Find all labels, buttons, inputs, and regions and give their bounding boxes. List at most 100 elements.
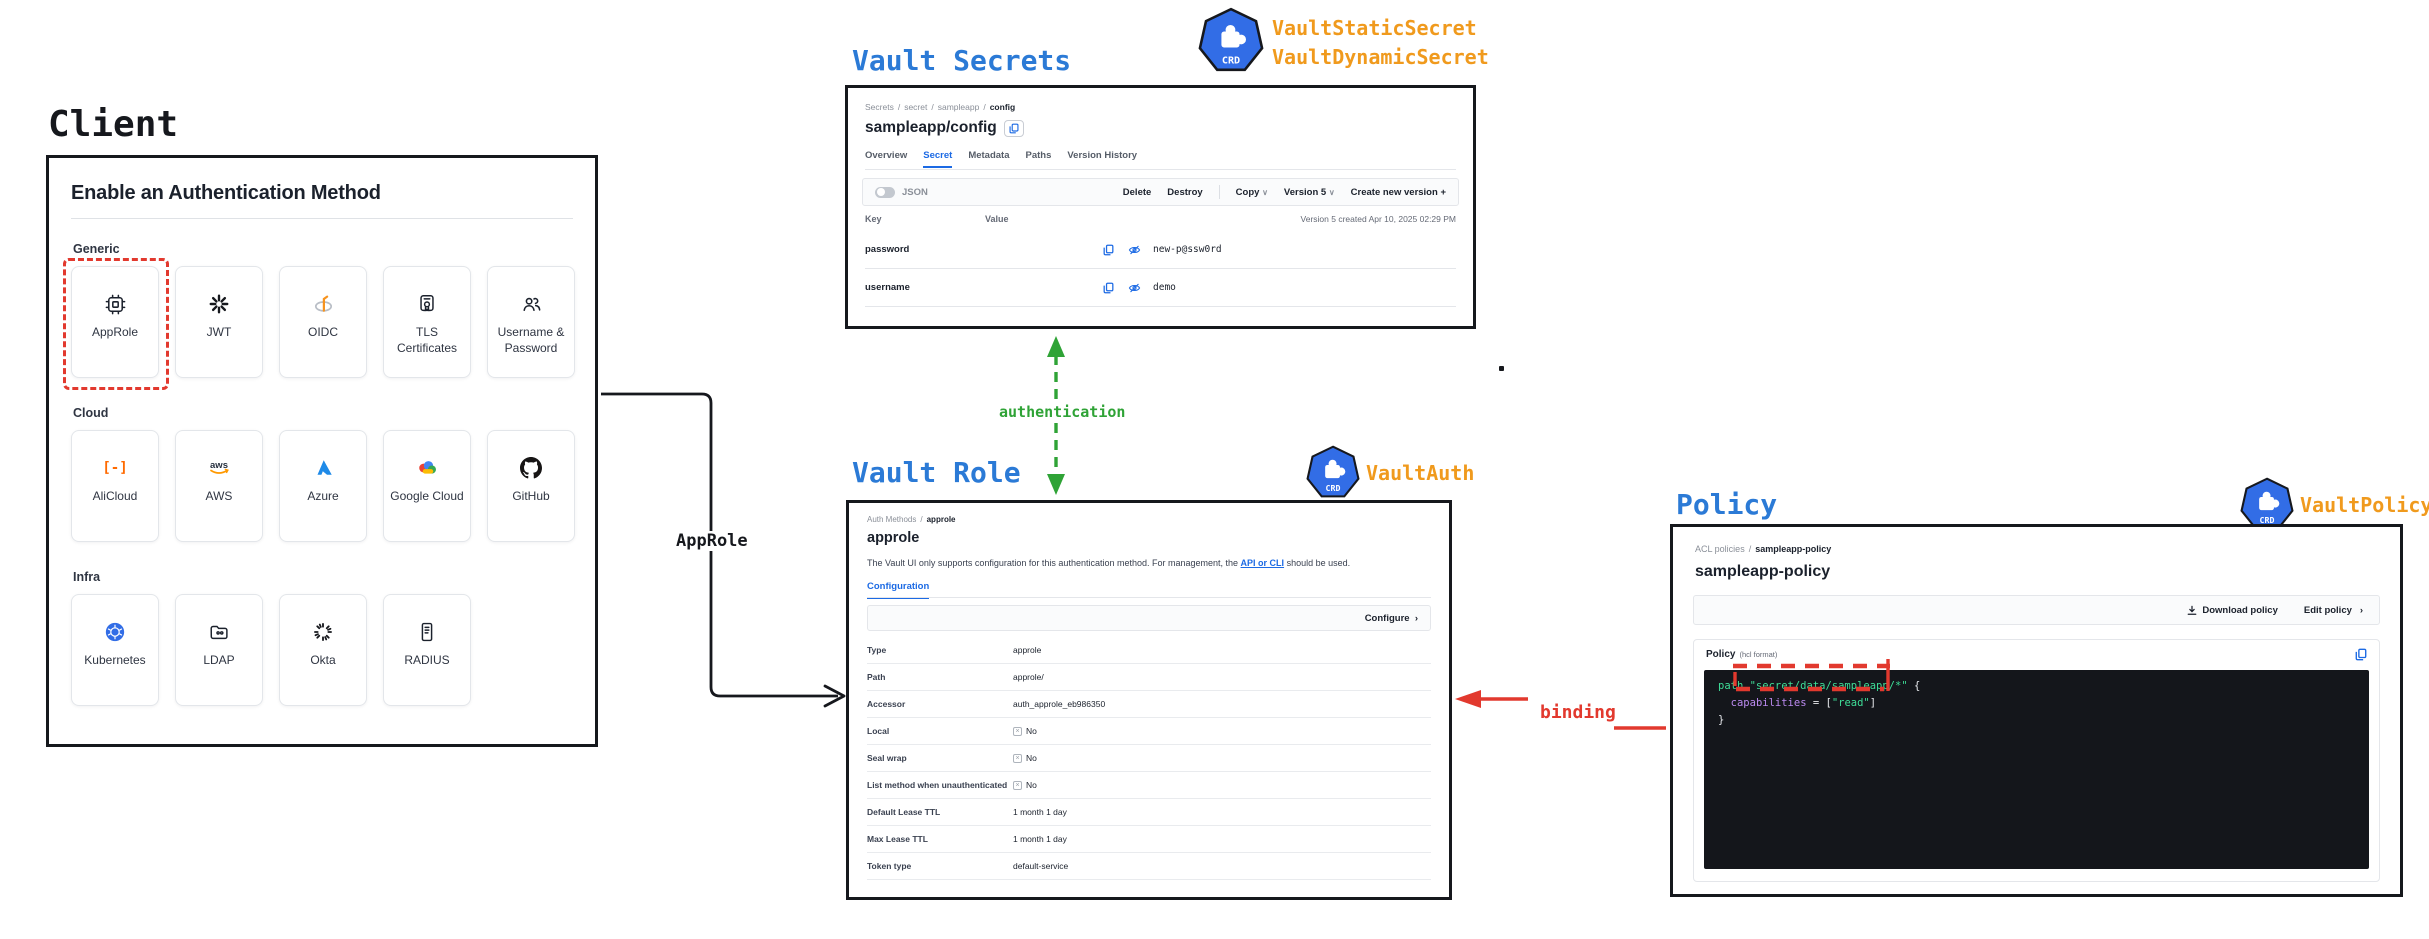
starburst-icon [208,291,230,317]
tab-configuration[interactable]: Configuration [867,581,930,599]
copy-value-icon[interactable] [1103,282,1114,294]
tab-metadata[interactable]: Metadata [968,150,1010,161]
client-section-title: Client [48,104,179,145]
config-row: Local ×No [867,718,1431,745]
code-line: path "secret/data/sampleapp/*" { [1718,680,1921,692]
tile-label: LDAP [203,653,235,667]
copy-value-icon[interactable] [1103,244,1114,256]
auth-tile-radius[interactable]: RADIUS [383,594,471,706]
code-line: capabilities = ["read"] [1730,697,1877,709]
auth-tile-okta[interactable]: Okta [279,594,367,706]
crd-kubernetes-icon: CRD [1306,445,1360,498]
policy-window: ACL policies / sampleapp-policy sampleap… [1670,524,2403,897]
tile-label: Kubernetes [84,653,146,667]
auth-tile-aws[interactable]: aws AWS [175,430,263,542]
auth-tile-username-password[interactable]: Username & Password [487,266,575,378]
crd-label-vault-policy: VaultPolicy [2300,493,2429,517]
auth-tile-alicloud[interactable]: [-] AWS AliCloud [71,430,159,542]
chevron-down-icon: ∨ [1328,187,1335,197]
auth-tile-azure[interactable]: Azure [279,430,367,542]
auth-tile-github[interactable]: GitHub [487,430,575,542]
breadcrumb: ACL policies / sampleapp-policy [1695,544,1831,554]
secret-tabs: Overview Secret Metadata Paths Version H… [865,150,1137,168]
tile-label: Okta [310,653,336,667]
approle-arrowhead [823,684,846,708]
configure-button[interactable]: Configure › [1364,612,1418,624]
copy-path-button[interactable] [1003,119,1024,137]
role-tabs: Configuration [867,581,930,599]
auth-tile-oidc[interactable]: OIDC [279,266,367,378]
stray-dot [1499,366,1504,371]
authentication-arrow-label: authentication [995,403,1130,421]
group-label-generic: Generic [73,242,120,256]
auth-tile-ldap[interactable]: LDAP [175,594,263,706]
create-new-version-button[interactable]: Create new version + [1350,186,1446,198]
approle-selection-highlight [63,258,169,390]
auth-tile-google-cloud[interactable]: Google Cloud [383,430,471,542]
google-cloud-logo-icon [415,455,440,481]
api-or-cli-link[interactable]: API or CLI [1240,558,1285,568]
aws-logo-icon: aws [206,455,232,481]
tile-label: GitHub [512,489,550,503]
approle-arrow-label: AppRole [672,531,752,551]
authentication-arrowhead-down [1047,474,1065,495]
auth-tile-jwt[interactable]: JWT [175,266,263,378]
secret-value: new-p@ssw0rd [1153,244,1222,255]
tab-overview[interactable]: Overview [865,150,908,161]
breadcrumb-item[interactable]: Auth Methods [867,515,917,524]
destroy-button[interactable]: Destroy [1167,186,1203,198]
crd-label-vault-dynamic-secret: VaultDynamicSecret [1272,45,1489,69]
auth-tile-tls-certificates[interactable]: TLS Certificates [383,266,471,378]
tile-label: Username & Password [497,325,565,355]
delete-button[interactable]: Delete [1122,186,1152,198]
binding-arrow-label: binding [1536,702,1620,723]
auth-tile-approle[interactable]: AppRole [71,266,159,378]
breadcrumb-item[interactable]: Secrets [865,102,894,112]
svg-text:CRD: CRD [2260,515,2275,525]
copy-icon [1009,123,1019,133]
secret-key: username [865,282,910,293]
eye-off-icon[interactable] [1128,244,1141,256]
eye-off-icon[interactable] [1128,282,1141,294]
download-policy-button[interactable]: Download policy [2187,605,2278,616]
code-line: } [1718,714,1725,726]
svg-text:aws: aws [210,460,228,471]
auth-tile-kubernetes[interactable]: Kubernetes [71,594,159,706]
enable-auth-method-heading: Enable an Authentication Method [71,182,381,204]
auth-method-title: approle [867,530,920,546]
tile-label: RADIUS [404,653,450,667]
secret-row-username: username demo [865,269,1456,307]
version-dropdown[interactable]: Version 5 ∨ [1283,186,1335,198]
tab-paths[interactable]: Paths [1025,150,1052,161]
column-key: Key [865,214,882,224]
breadcrumb-item[interactable]: secret [904,102,928,112]
github-logo-icon [520,455,542,481]
tab-version-history[interactable]: Version History [1067,150,1138,161]
breadcrumb-item[interactable]: ACL policies [1695,544,1745,554]
copy-dropdown[interactable]: Copy ∨ [1235,186,1268,198]
openid-icon [312,291,335,317]
edit-policy-button[interactable]: Edit policy › [2303,604,2363,616]
authentication-arrowhead-up [1047,336,1065,357]
svg-text:CRD: CRD [1326,483,1341,493]
certificate-icon [416,291,438,317]
group-label-cloud: Cloud [73,406,109,420]
config-row: Seal wrap ×No [867,745,1431,772]
tab-secret[interactable]: Secret [923,150,953,168]
secret-table-header: Key Value Version 5 created Apr 10, 2025… [865,214,1456,224]
policy-toolbar: Download policy Edit policy › [1693,595,2380,625]
breadcrumb-separator: / [920,515,923,524]
breadcrumb-item[interactable]: sampleapp [937,102,980,112]
tabs-underline [865,169,1456,170]
json-toggle[interactable] [875,186,895,198]
policy-code-editor[interactable]: path "secret/data/sampleapp/*" { capabil… [1704,670,2369,869]
copy-policy-icon[interactable] [2355,648,2367,661]
configure-bar: Configure › [867,605,1431,631]
policy-name-title: sampleapp-policy [1695,563,1831,580]
